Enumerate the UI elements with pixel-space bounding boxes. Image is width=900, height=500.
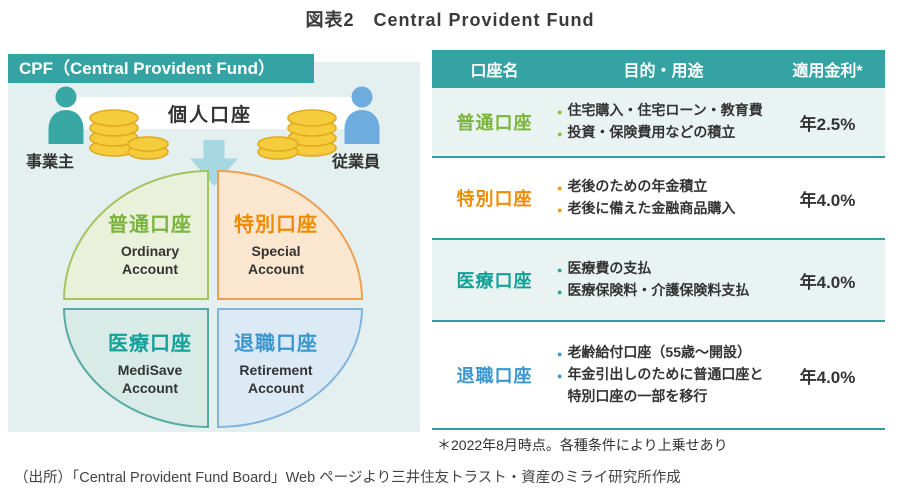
bullet-item: 老後に備えた金融商品購入 (557, 198, 768, 220)
quadrant-medisave-account: 医療口座 MediSave Account (63, 308, 209, 428)
quadrant-special-label: 特別口座 Special Account (234, 208, 318, 278)
column-header-purpose: 目的・用途 (623, 63, 704, 80)
quadrant-retirement-label: 退職口座 Retirement Account (234, 327, 318, 397)
bullet-item: 年金引出しのために普通口座と特別口座の一部を移行 (557, 364, 768, 407)
account-purpose: 老後のための年金積立 老後に備えた金融商品購入 (557, 176, 770, 219)
quadrant-medisave-en: MediSave Account (117, 361, 183, 396)
bullet-item: 投資・保険費用などの積立 (557, 122, 768, 144)
account-rate: 年4.0% (799, 190, 856, 210)
quadrant-ordinary-account: 普通口座 Ordinary Account (63, 170, 209, 300)
quadrant-medisave-label: 医療口座 MediSave Account (108, 327, 192, 397)
table-row-retirement: 退職口座 老齢給付口座（55歳～開設） 年金引出しのために普通口座と特別口座の一… (432, 322, 885, 430)
quadrant-retirement-jp: 退職口座 (234, 332, 318, 355)
employer-person-icon (42, 86, 90, 144)
quadrant-special-jp: 特別口座 (234, 213, 318, 236)
quadrant-special-en: Special Account (248, 242, 304, 277)
bullet-item: 老後のための年金積立 (557, 176, 768, 198)
account-rate: 年2.5% (799, 114, 856, 134)
table-header-row: 口座名 目的・用途 適用金利* (432, 50, 885, 88)
quadrant-ordinary-label: 普通口座 Ordinary Account (108, 208, 192, 278)
quadrant-retirement-account: 退職口座 Retirement Account (217, 308, 363, 428)
account-name: 退職口座 (456, 366, 533, 386)
employee-person-icon (338, 86, 386, 144)
cpf-diagram-panel: 個人口座 事業主 (8, 62, 420, 432)
quadrant-ordinary-jp: 普通口座 (108, 213, 192, 236)
quadrant-retirement-en: Retirement Account (239, 361, 313, 396)
account-name: 普通口座 (456, 113, 533, 133)
quadrant-special-account: 特別口座 Special Account (217, 170, 363, 300)
bullet-item: 医療保険料・介護保険料支払 (557, 280, 768, 302)
coins-icon (256, 102, 340, 160)
figure-title: 図表2 Central Provident Fund (305, 10, 595, 30)
column-header-rate: 適用金利* (792, 63, 863, 80)
account-rate: 年4.0% (799, 272, 856, 292)
bullet-item: 住宅購入・住宅ローン・教育費 (557, 100, 768, 122)
quadrant-ordinary-en: Ordinary Account (120, 242, 180, 277)
account-purpose: 住宅購入・住宅ローン・教育費 投資・保険費用などの積立 (557, 100, 770, 143)
table-row-special: 特別口座 老後のための年金積立 老後に備えた金融商品購入 年4.0% (432, 158, 885, 240)
cpf-panel-header: CPF（Central Provident Fund） (8, 54, 314, 83)
account-rate: 年4.0% (799, 367, 856, 387)
rate-footnote: ＊2022年8月時点。各種条件により上乗せあり (437, 437, 728, 453)
account-purpose: 医療費の支払 医療保険料・介護保険料支払 (557, 258, 770, 301)
bullet-item: 老齢給付口座（55歳～開設） (557, 342, 768, 364)
source-attribution: （出所）「Central Provident Fund Board」Web ペー… (14, 470, 681, 486)
personal-account-label: 個人口座 (167, 104, 252, 126)
employee-label: 従業員 (332, 154, 381, 171)
column-header-account: 口座名 (470, 63, 519, 80)
quadrant-medisave-jp: 医療口座 (108, 332, 192, 355)
account-name: 特別口座 (456, 189, 533, 209)
coins-icon (86, 102, 170, 160)
employer-label: 事業主 (26, 154, 75, 171)
account-name: 医療口座 (456, 271, 533, 291)
table-row-ordinary: 普通口座 住宅購入・住宅ローン・教育費 投資・保険費用などの積立 年2.5% (432, 88, 885, 158)
account-purpose: 老齢給付口座（55歳～開設） 年金引出しのために普通口座と特別口座の一部を移行 (557, 342, 770, 407)
table-row-medisave: 医療口座 医療費の支払 医療保険料・介護保険料支払 年4.0% (432, 240, 885, 322)
bullet-item: 医療費の支払 (557, 258, 768, 280)
cpf-accounts-table: 口座名 目的・用途 適用金利* 普通口座 住宅購入・住宅ローン・教育費 投資・保… (432, 50, 885, 430)
